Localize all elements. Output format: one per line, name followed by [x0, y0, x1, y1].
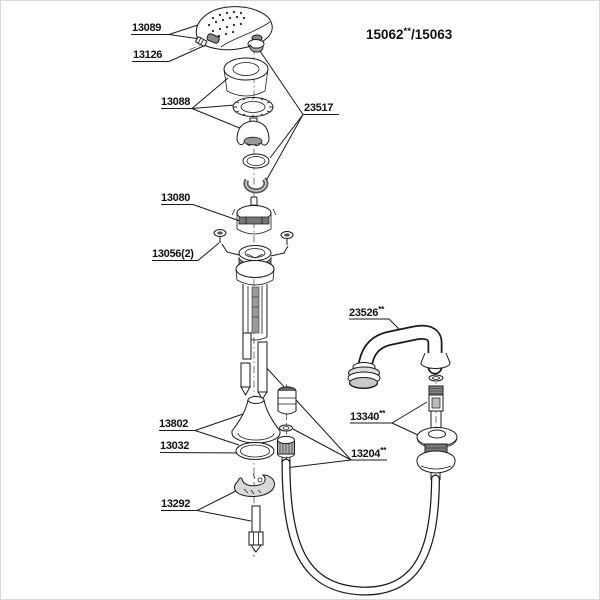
escutcheon-part: [231, 396, 281, 444]
part-label-13032: 13032: [160, 440, 189, 452]
part-label-13204: 13204**: [351, 445, 387, 460]
screw-left: [213, 229, 227, 243]
spout-washer: [428, 374, 444, 382]
lock-ring-part: [232, 97, 274, 117]
part-label-13340: 13340**: [350, 408, 386, 423]
part-label-23526: 23526**: [349, 304, 385, 319]
part-label-13088: 13088: [161, 96, 190, 108]
clip-segment-part: [243, 177, 269, 194]
handle-plug: [206, 33, 220, 44]
part-label-13292: 13292: [161, 498, 190, 510]
seal-ring-part: [242, 153, 270, 169]
faucet-body-part: [235, 245, 275, 341]
lock-ring-teeth: [233, 97, 273, 117]
spout-part: [357, 324, 451, 375]
hose-part: [281, 458, 440, 596]
dome-cap-part: [223, 57, 269, 97]
part-label-23517: 23517: [304, 102, 333, 114]
part-label-13126: 13126: [133, 49, 162, 61]
part-label-13056: 13056(2): [152, 248, 194, 260]
mounting-clip-part: [234, 473, 275, 497]
supply-tube-middle: [257, 341, 268, 400]
deck-flange-lower: [416, 450, 456, 480]
part-label-13089: 13089: [132, 22, 161, 34]
part-label-13080: 13080: [161, 192, 190, 204]
diverter-part: [428, 385, 444, 412]
spray-head-part: [347, 362, 381, 389]
part-label-13802: 13802: [159, 418, 188, 430]
hose-connector-part: [277, 386, 297, 465]
handle-texture-dots: [207, 10, 246, 38]
screw-right: [280, 231, 294, 245]
handle-adapter: [247, 34, 265, 53]
supply-tube-left: [240, 332, 252, 397]
page-title: 15062**/15063: [366, 26, 453, 42]
base-ring-part: [235, 442, 275, 460]
scalloped-cap-part: [236, 117, 270, 147]
handle-screw: [195, 36, 208, 47]
cartridge-part: [231, 196, 277, 235]
part-labels: 13089 13126 13088 23517 13080 13056(2) 2…: [132, 22, 387, 510]
mounting-stud-part: [248, 505, 264, 553]
spout-shank-tube: [430, 411, 442, 430]
